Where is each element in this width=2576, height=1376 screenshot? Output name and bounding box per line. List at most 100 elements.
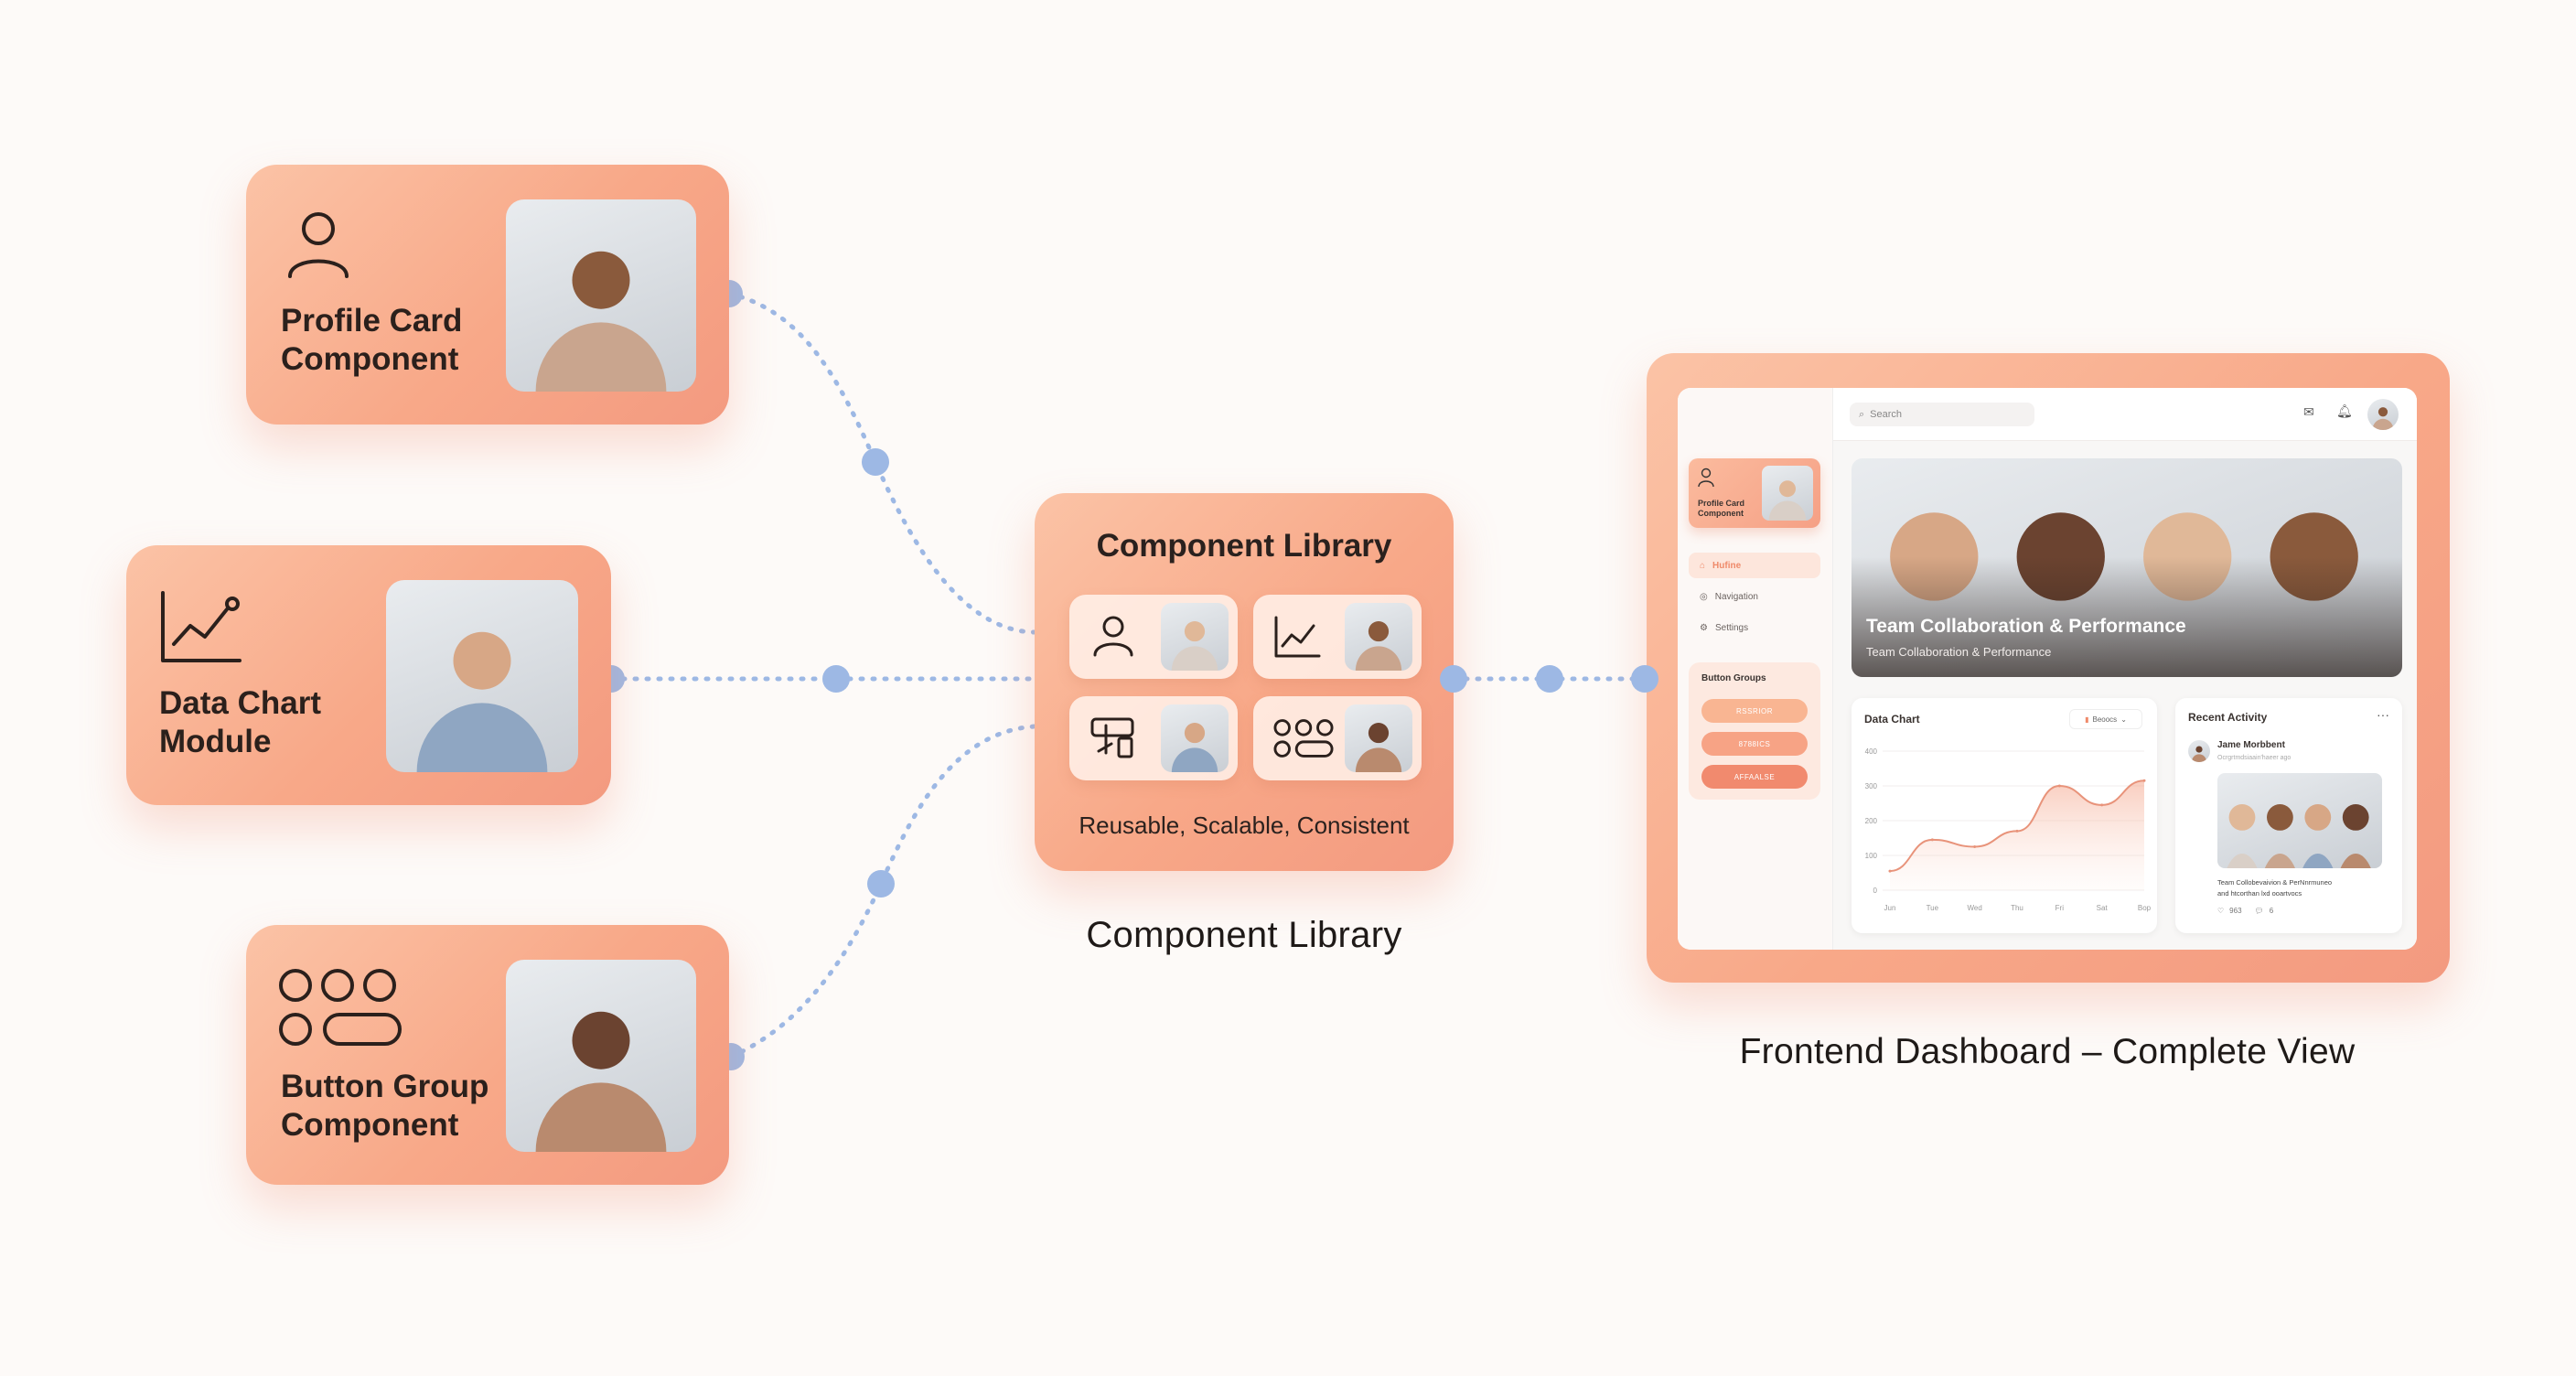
chart-dropdown[interactable]: ▮Beoocs⌄ [2069, 709, 2142, 729]
team-photo [386, 580, 578, 772]
nav-item-home[interactable]: ⌂Hufine [1689, 553, 1820, 578]
dashboard-caption: Frontend Dashboard – Complete View [1739, 1032, 2356, 1071]
data-point [2015, 829, 2019, 833]
library-tile-chart[interactable] [1253, 595, 1422, 679]
hero-subtitle: Team Collaboration & Performance [1866, 645, 2052, 659]
x-tick-label: Jun [1884, 904, 1896, 912]
group-button-1[interactable]: RSSRIOR [1701, 699, 1808, 723]
connector-node [862, 448, 889, 476]
data-point [2057, 784, 2061, 788]
y-tick-label: 0 [1873, 887, 1878, 895]
x-tick-label: Tue [1927, 904, 1939, 912]
hero-title: Team Collaboration & Performance [1866, 616, 2186, 637]
nav-label: Settings [1714, 622, 1749, 633]
settings-icon: ⚙ [1700, 622, 1708, 633]
connector-node [1536, 665, 1563, 693]
activity-title: Recent Activity [2188, 711, 2268, 724]
connector-node [1631, 665, 1658, 693]
group-button-2[interactable]: 8788ICS [1701, 732, 1808, 756]
data-point [1888, 869, 1892, 873]
data-point [2100, 803, 2104, 807]
comment-icon[interactable]: 💬︎ [2254, 907, 2264, 915]
nav-item-navigation[interactable]: ◎Navigation [1689, 584, 1820, 609]
activity-stats: ♡963💬︎6 [2217, 907, 2273, 915]
hero-banner[interactable]: Team Collaboration & Performance Team Co… [1852, 458, 2402, 677]
heart-icon[interactable]: ♡ [2217, 907, 2225, 915]
user-icon [1698, 468, 1714, 488]
search-placeholder: Search [1870, 409, 1903, 420]
office-photo [1161, 704, 1229, 772]
activity-user: Jame Morbbent [2217, 740, 2285, 750]
activity-meta: Ocrgrtmdsiaain'haeer ago [2217, 755, 2292, 761]
y-tick-label: 100 [1865, 852, 1878, 860]
nav-item-settings[interactable]: ⚙ Settings [1689, 615, 1820, 640]
layout-tools-icon [1090, 717, 1134, 758]
component-library-card[interactable]: Component Library Reusable, Scalable, Co… [1035, 493, 1454, 871]
avatar [2188, 740, 2210, 762]
bar-chart-icon: ▮ [2085, 715, 2089, 724]
connector-buttons [728, 724, 1037, 1059]
library-tile-profile[interactable] [1069, 595, 1238, 679]
y-tick-label: 400 [1865, 747, 1878, 756]
more-icon[interactable]: ··· [2377, 707, 2389, 722]
button-groups-panel: Button Groups RSSRIOR 8788ICS AFFAALSE [1689, 662, 1820, 800]
user-icon [1093, 616, 1133, 657]
button-groups-title: Button Groups [1701, 673, 1766, 683]
connector-profile [726, 291, 1037, 635]
x-tick-label: Fri [2055, 904, 2065, 912]
button-grid-icon [1273, 719, 1334, 758]
user-icon [288, 212, 349, 278]
library-tile-layout[interactable] [1069, 696, 1238, 780]
line-chart-icon [1274, 616, 1321, 658]
presenter-photo [1345, 704, 1412, 772]
search-input[interactable]: ⌕Search [1850, 403, 2034, 426]
group-button-3[interactable]: AFFAALSE [1701, 765, 1808, 789]
chevron-down-icon: ⌄ [2120, 715, 2127, 724]
library-title: Component Library [1096, 528, 1392, 564]
team-photo [2217, 773, 2382, 868]
y-tick-label: 300 [1865, 782, 1878, 790]
recent-activity-panel: Recent Activity ··· Jame Morbbent Ocrgrt… [2175, 698, 2402, 933]
x-tick-label: Sat [2097, 904, 2109, 912]
library-tile-buttons[interactable] [1253, 696, 1422, 780]
connector-node [1440, 665, 1467, 693]
x-tick-label: Bop [2138, 904, 2152, 912]
data-point [1930, 838, 1934, 842]
chart-area [1890, 780, 2144, 890]
connector-node [822, 665, 850, 693]
profile-photo [1762, 466, 1813, 521]
profile-photo [1161, 603, 1229, 671]
chart-title: Data Chart [1864, 713, 1920, 726]
mail-icon[interactable]: ✉ [2303, 404, 2314, 419]
line-chart-icon [161, 591, 242, 662]
data-point [1973, 845, 1977, 848]
button-grid-icon [279, 969, 402, 1046]
main-content: Team Collaboration & Performance Team Co… [1833, 441, 2417, 950]
profile-photo [506, 199, 696, 392]
avatar[interactable] [2367, 399, 2399, 430]
y-tick-label: 200 [1865, 817, 1878, 825]
x-tick-label: Thu [2011, 904, 2023, 912]
x-tick-label: Wed [1968, 904, 1982, 912]
like-count: 963 [2229, 907, 2242, 915]
data-point [2142, 779, 2146, 782]
home-icon: ⌂ [1700, 560, 1706, 571]
connector-node [867, 870, 895, 898]
team-photo [1345, 603, 1412, 671]
bell-icon[interactable]: 🔔︎ [2336, 403, 2353, 418]
top-bar: ⌕Search ✉ 🔔︎ [1833, 388, 2417, 441]
library-caption: Component Library [1086, 915, 1402, 955]
